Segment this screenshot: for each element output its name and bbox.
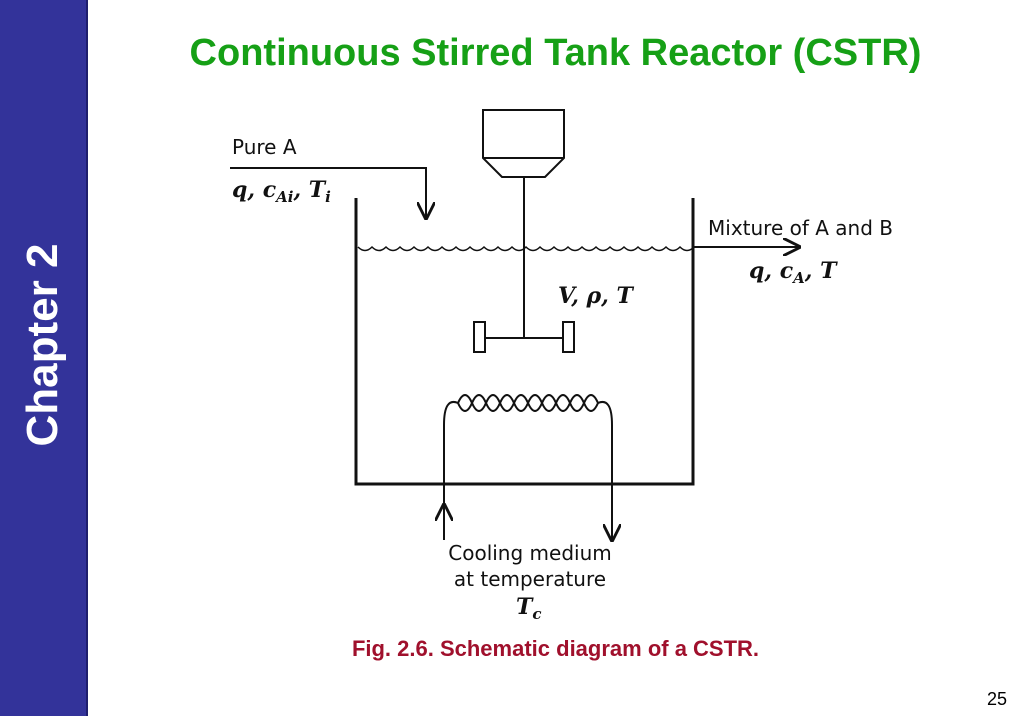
coolant-inlet-line: [443, 401, 459, 528]
motor-icon: [482, 109, 565, 178]
cooling-coil: [457, 394, 599, 412]
impeller-blade-left: [473, 321, 486, 353]
coolant-label-line2: at temperature: [454, 567, 606, 591]
inlet-arrow: [230, 167, 426, 218]
impeller-blade-right: [562, 321, 575, 353]
inlet-label: Pure A: [232, 135, 297, 159]
tank-wall: [354, 198, 695, 486]
liquid-surface: [357, 245, 695, 252]
coolant-outlet-line: [597, 401, 613, 528]
tank-variables: V, ρ, T: [558, 283, 634, 309]
slide-title: Continuous Stirred Tank Reactor (CSTR): [189, 32, 922, 74]
page-number: 25: [986, 689, 1007, 709]
coolant-temperature: Tc: [516, 594, 542, 623]
inlet-variables: q, cAi, Ti: [232, 177, 331, 206]
outlet-label: Mixture of A and B: [708, 216, 893, 240]
outlet-variables: q, cA, T: [749, 258, 838, 287]
figure-caption: Fig. 2.6. Schematic diagram of a CSTR.: [351, 636, 760, 661]
coolant-label-line1: Cooling medium: [448, 541, 611, 565]
chapter-sidebar: Chapter 2: [0, 0, 88, 716]
